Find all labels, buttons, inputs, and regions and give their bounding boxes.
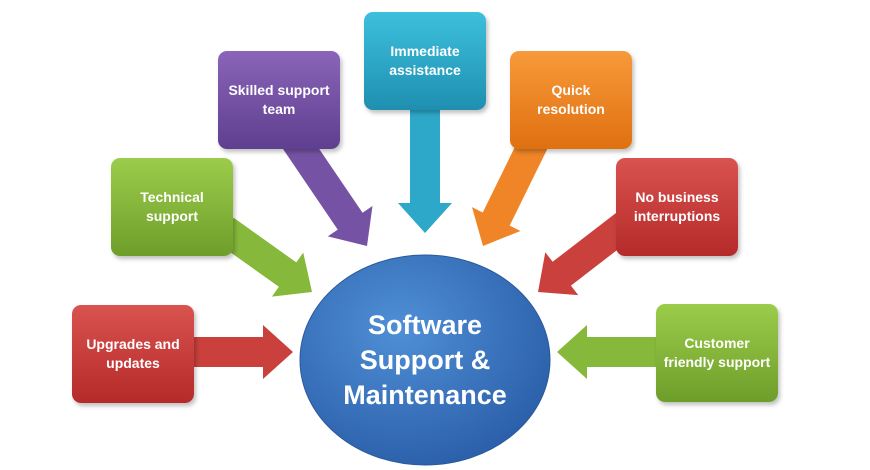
center-circle bbox=[299, 254, 551, 466]
center-line-1: Software bbox=[367, 309, 482, 340]
box-label: Upgrades and updates bbox=[86, 336, 180, 371]
box-label: Customer friendly support bbox=[663, 335, 771, 370]
box-label: No business interruptions bbox=[633, 189, 721, 224]
box-label: Immediate assistance bbox=[389, 43, 461, 78]
box-skilled-support-team: Skilled support team bbox=[218, 51, 340, 149]
box-technical-support: Technical support bbox=[111, 158, 233, 256]
box-immediate-assistance: Immediate assistance bbox=[364, 12, 486, 110]
arrow-6 bbox=[557, 325, 665, 379]
box-no-business-interruptions: No business interruptions bbox=[616, 158, 738, 256]
arrow-0 bbox=[185, 325, 293, 379]
box-label: Skilled support team bbox=[228, 82, 330, 117]
box-label: Technical support bbox=[140, 189, 204, 224]
arrow-4 bbox=[471, 133, 549, 246]
box-label: Quick resolution bbox=[537, 82, 605, 117]
center-line-3: Maintenance bbox=[343, 379, 507, 410]
box-quick-resolution: Quick resolution bbox=[510, 51, 632, 149]
box-customer-friendly-support: Customer friendly support bbox=[656, 304, 778, 402]
center-line-2: Support & bbox=[359, 344, 491, 375]
box-upgrades-and-updates: Upgrades and updates bbox=[72, 305, 194, 403]
arrow-2 bbox=[282, 131, 373, 247]
arrow-3 bbox=[398, 105, 452, 233]
arrow-5 bbox=[537, 213, 635, 296]
arrow-1 bbox=[216, 217, 313, 297]
